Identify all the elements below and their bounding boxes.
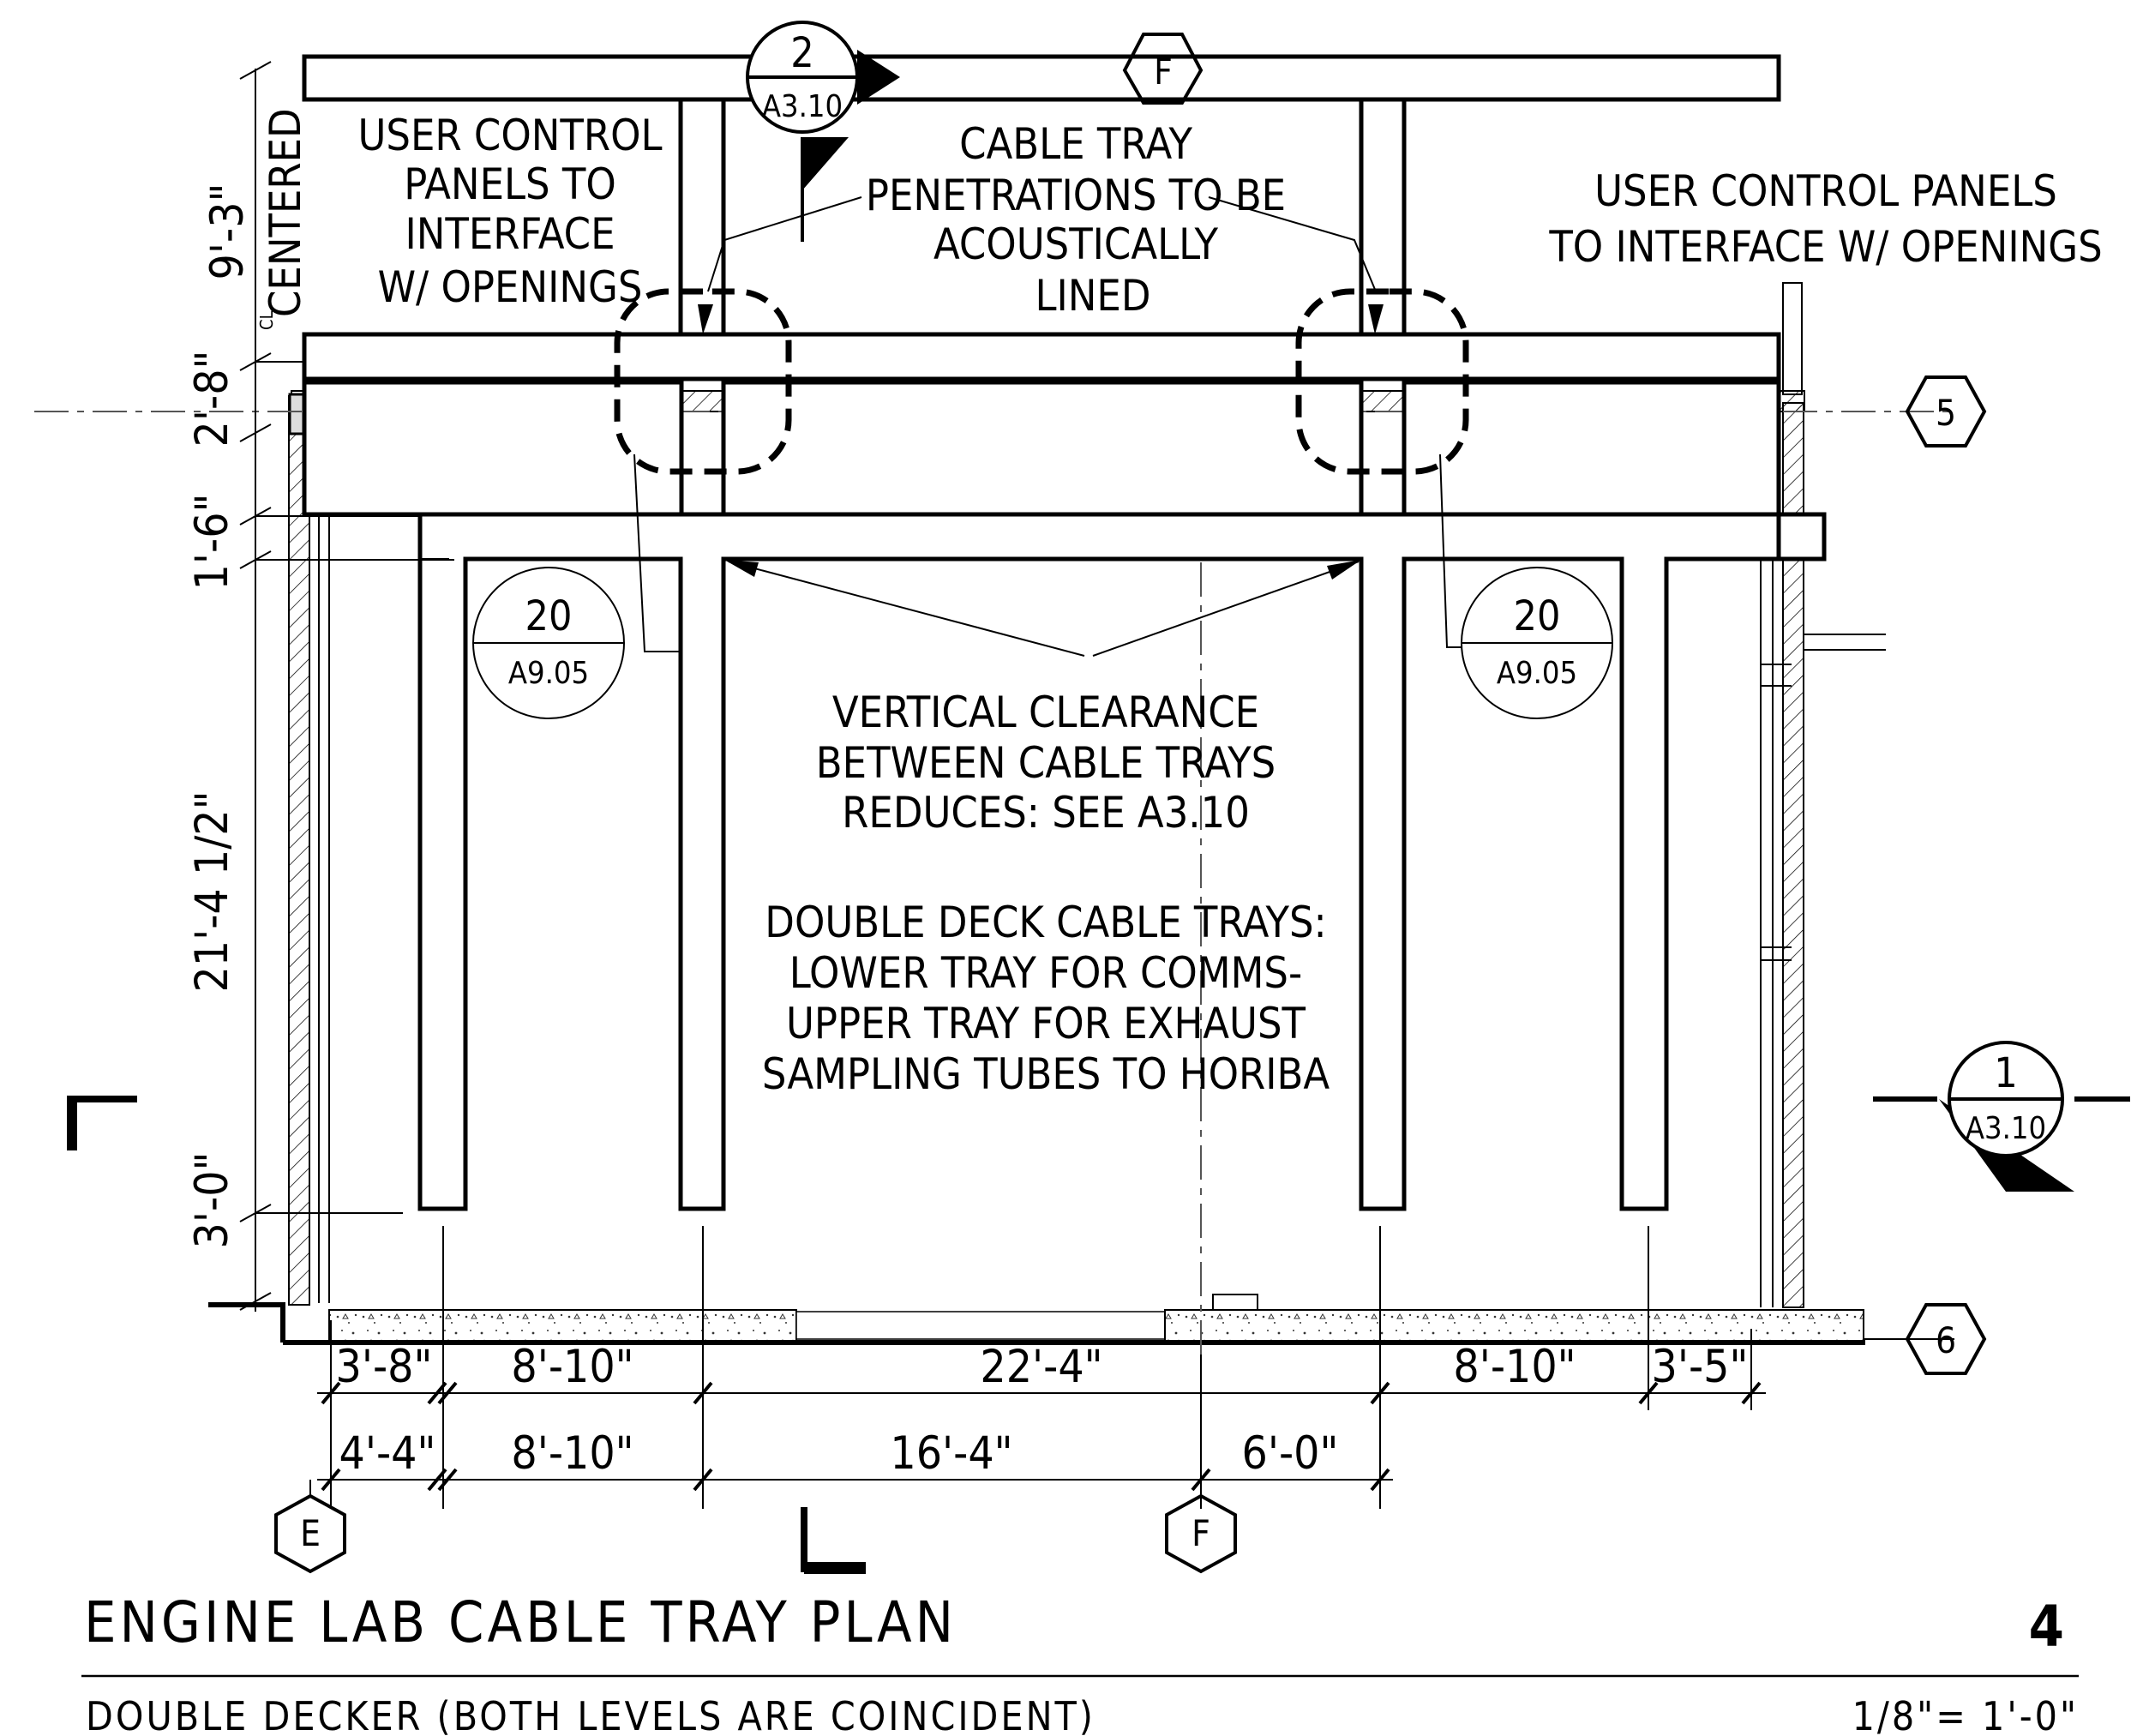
dim-horizontal: 3'-5" [1652,1341,1749,1393]
detail-sheet: A9.05 [508,656,589,691]
note-centered: CENTERED [261,108,310,317]
dim-horizontal: 16'-4" [890,1427,1012,1480]
note-line: DOUBLE DECK CABLE TRAYS: [765,898,1326,947]
grid-bubble-bottom-f: F [1165,1493,1237,1574]
dim-vertical: 2'-8" [186,351,238,448]
cable-trays [302,54,1827,1211]
note-line: CABLE TRAY [959,119,1192,169]
note-clearance: VERTICAL CLEARANCE BETWEEN CABLE TRAYS R… [816,688,1276,838]
dim-horizontal: 6'-0" [1242,1427,1339,1480]
note-right-panels: USER CONTROL PANELS TO INTERFACE W/ OPEN… [1548,166,2102,272]
note-line: INTERFACE [405,209,615,259]
dim-horizontal: 4'-4" [339,1427,436,1480]
note-line: SAMPLING TUBES TO HORIBA [762,1049,1330,1099]
detail-bubble-left: 20 A9.05 [472,567,625,719]
drawing-number: 4 [2029,1594,2064,1660]
bottom-wall-right [1164,1309,1864,1342]
note-left-panels: USER CONTROL PANELS TO INTERFACE W/ OPEN… [357,111,662,312]
detail-number: 20 [1514,592,1561,640]
drawing-scale: 1/8"= 1'-0" [1852,1693,2079,1736]
title-block: ENGINE LAB CABLE TRAY PLAN 4 DOUBLE DECK… [81,1589,2079,1736]
grid-bubble-top-f: F [1122,33,1204,105]
dim-vertical: 1'-6" [186,494,238,591]
section-number: 1 [1994,1049,2017,1097]
tray-segment-right [1402,380,1781,517]
bottom-wall-left [328,1309,797,1342]
penetration-outlines [614,288,1469,475]
view-corner-left [67,1096,137,1150]
detail-sheet: A9.05 [1497,656,1577,691]
note-line: ACOUSTICALLY [933,219,1219,269]
dim-vertical: 3'-0" [186,1152,238,1249]
note-line: LOWER TRAY FOR COMMS- [789,948,1303,998]
dim-horizontal: 8'-10" [511,1427,633,1480]
note-line: PANELS TO [404,159,616,209]
grid-label: F [1154,51,1173,93]
section-sheet: A3.10 [1966,1111,2046,1146]
dim-vertical: 9'-3" [201,183,254,280]
grid-bubble-right-5: 5 [1905,375,1987,448]
grid-label: E [300,1512,321,1554]
grid-bubble-right-6: 6 [1905,1303,1987,1375]
note-line: VERTICAL CLEARANCE [832,688,1259,737]
horizontal-dimensions: 3'-8" 8'-10" 22'-4" 8'-10" 3'-5" 4'-4" 8… [317,1226,1766,1509]
left-wall [288,395,310,1306]
note-line: TO INTERFACE W/ OPENINGS [1548,222,2102,272]
note-line: REDUCES: SEE A3.10 [842,788,1250,838]
note-line: USER CONTROL PANELS [1594,166,2057,216]
detail-number: 20 [525,592,573,640]
note-penetrations: CABLE TRAY PENETRATIONS TO BE ACOUSTICAL… [866,119,1286,321]
bottom-wall-center [795,1311,1166,1340]
grid-label: 6 [1936,1319,1956,1361]
grid-bubble-bottom-e: E [274,1480,346,1574]
tray-top-main [302,54,1781,102]
vertical-dimensions: 9'-3" 2'-8" 1'-6" 21'-4 1/2" 3'-0" [186,61,454,1312]
grid-label: F [1192,1512,1210,1554]
section-number: 2 [790,29,813,77]
grid-label: 5 [1936,392,1956,434]
note-line: PENETRATIONS TO BE [866,171,1286,220]
tray-second [302,332,1781,381]
note-line: LINED [1035,271,1150,321]
dim-horizontal: 8'-10" [511,1341,633,1393]
note-line: BETWEEN CABLE TRAYS [816,738,1276,788]
dim-horizontal: 3'-8" [336,1341,433,1393]
note-line: W/ OPENINGS [378,262,643,312]
tray-main-lower [417,512,1827,1211]
note-double-deck: DOUBLE DECK CABLE TRAYS: LOWER TRAY FOR … [762,898,1330,1099]
detail-bubble-right: 20 A9.05 [1461,567,1613,719]
centerline-mark: CL [256,310,277,330]
view-corner-bottom [801,1507,866,1574]
tray-segment-mid [721,380,1364,517]
drawing-title: ENGINE LAB CABLE TRAY PLAN [84,1589,957,1655]
section-marker-top: 2 A3.10 [746,21,900,242]
drawing-subtitle: DOUBLE DECKER (BOTH LEVELS ARE COINCIDEN… [86,1693,1096,1736]
dim-vertical: 21'-4 1/2" [186,790,238,992]
note-line: UPPER TRAY FOR EXHAUST [786,999,1306,1048]
dim-horizontal: 8'-10" [1453,1341,1576,1393]
note-line: USER CONTROL [357,111,662,160]
leaders [633,196,1462,657]
section-sheet: A3.10 [762,89,843,124]
section-marker-right: 1 A3.10 [1873,1041,2130,1192]
dim-horizontal: 22'-4" [980,1341,1102,1393]
